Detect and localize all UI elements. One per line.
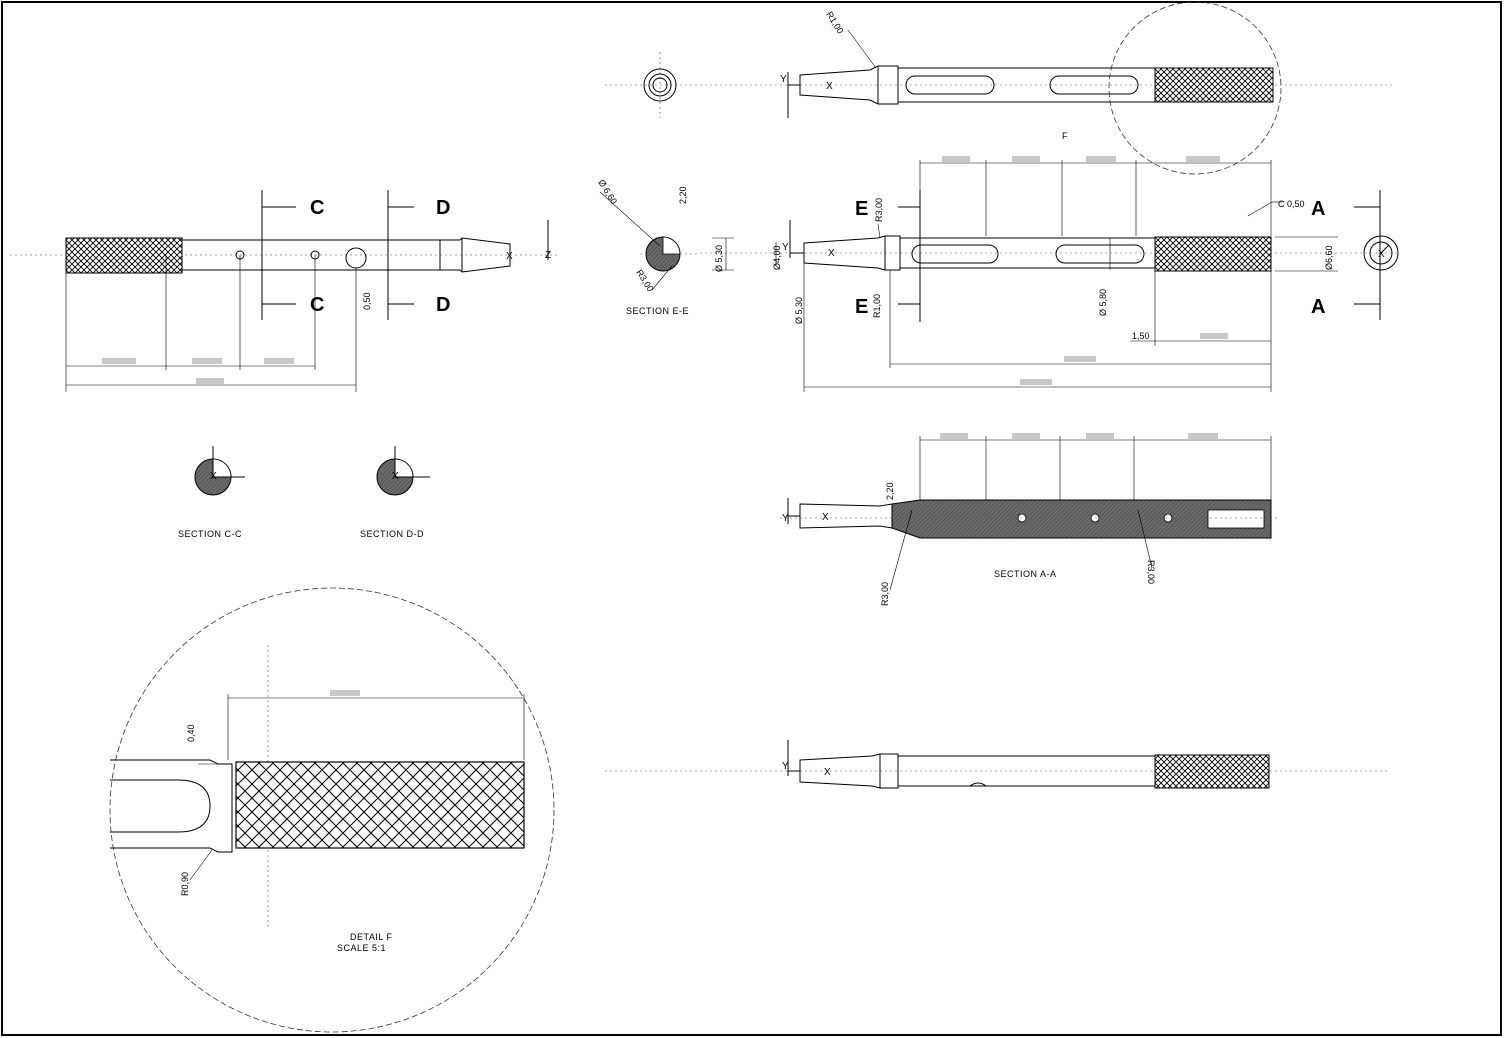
caption-section-ee: SECTION E-E [626,306,689,316]
dim-d660-ee: Ø 6,60 [596,178,619,206]
dim-d660-right: Ø6,60 [1324,245,1334,270]
slot-1 [905,75,995,95]
axis-x-dd: X [392,471,399,482]
slot-main-2 [1055,244,1145,264]
caption-section-aa: SECTION A-A [994,569,1057,579]
axis-z-left: Z [545,250,551,261]
blurred-dim [196,378,224,384]
slot-main-1 [911,244,999,264]
dim-r100-top: R1,00 [824,10,845,36]
axis-y-aa: Y [782,513,789,524]
label-f: F [1062,131,1068,141]
top-view: Y X R1,00 F [605,1,1395,175]
axis-x-right: X [1378,249,1385,260]
axis-x-aa: X [822,512,829,523]
axis-y-main: Y [782,242,789,253]
axis-x-cc: X [210,471,217,482]
knurled-grip-main [1154,236,1272,272]
section-a-a: Y X 2,20 R3,00 R3,00 SECTION A-A [780,433,1280,606]
section-mark-e-bottom: E [855,296,868,318]
detail-f: 0,40 R0,90 DETAIL F SCALE 5:1 [109,587,555,1033]
dim-h220-ee: 2,20 [678,186,688,204]
axis-x-bottom: X [824,767,831,778]
dim-r100-main: R1,00 [872,294,882,318]
caption-detail-f: DETAIL F [350,932,393,942]
knurled-grip [1154,67,1274,103]
dim-r300-main: R3,00 [874,198,884,222]
dim-d530-a: Ø 5,30 [714,245,724,272]
caption-section-cc: SECTION C-C [178,529,242,539]
dim-h040: 0,40 [186,724,196,742]
knurled-grip-bottom [1154,754,1270,789]
detail-f-boundary [109,587,555,1033]
caption-scale: SCALE 5:1 [337,943,386,953]
knurled-grip-left [65,237,183,274]
section-mark-c-bottom: C [310,294,324,316]
section-mark-a-top: A [1311,198,1325,220]
dim-d400: Ø4,00 [772,245,782,270]
caption-section-dd: SECTION D-D [360,529,424,539]
section-mark-a-bottom: A [1311,296,1325,318]
section-mark-d-top: D [436,197,450,219]
section-d-d: X SECTION D-D [360,446,430,539]
axis-y-label: Y [780,74,787,85]
end-view-circles [643,68,677,102]
section-mark-c-top: C [310,197,324,219]
axis-x-label: X [826,81,833,92]
axis-y-bottom: Y [782,761,789,772]
blurred-dim [264,358,294,364]
side-view-left: X Z C C D D 0,50 [10,190,560,392]
dim-h220-aa: 2,20 [885,482,895,500]
bottom-view: Y X [605,740,1390,789]
axis-x-main: X [828,248,835,259]
blurred-dim [192,358,222,364]
main-view: Y X E E A A X [700,156,1400,392]
dim-r090: R0,90 [180,872,190,896]
section-mark-e-top: E [855,198,868,220]
detail-f-circle [1108,1,1282,175]
dim-d580: Ø 5,80 [1098,289,1108,316]
axis-x-left: X [506,251,513,262]
knurl-detail [235,761,525,849]
dim-r300-ee: R3,00 [634,268,655,294]
dim-d530-b: Ø 5,30 [794,297,804,324]
dim-l150: 1,50 [1132,331,1150,341]
blurred-dim [102,358,136,364]
shaft-left [181,237,511,273]
dim-r300-aa-left: R3,00 [880,582,890,606]
slot-2 [1049,75,1139,95]
section-e-e: Ø 6,60 2,20 R3,00 SECTION E-E [596,178,700,316]
section-mark-d-bottom: D [436,294,450,316]
section-c-c: X SECTION C-C [178,446,245,539]
end-view-right [1363,235,1399,271]
shaft-tip-main [803,235,901,271]
dim-r300-aa-right: R3,00 [1146,560,1156,584]
shaft-tip [799,65,899,105]
dim-h050: 0,50 [362,292,372,310]
dim-chamfer: C 0,50 [1278,199,1305,209]
